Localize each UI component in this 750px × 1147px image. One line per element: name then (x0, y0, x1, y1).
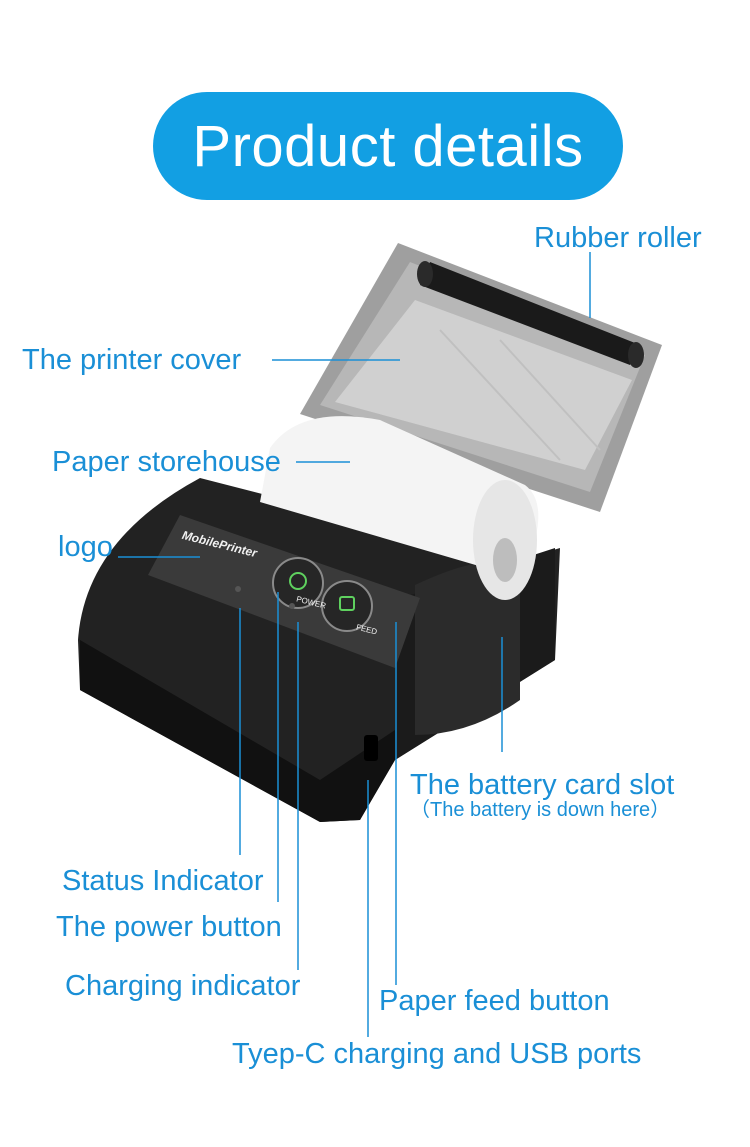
rubber-roller-shape (417, 261, 644, 368)
callout-lines (118, 252, 591, 1037)
charging-indicator-label: Charging indicator (65, 970, 301, 1002)
status-indicator-label: Status Indicator (62, 865, 264, 897)
battery-note-label: （The battery is down here） (410, 799, 671, 821)
rubber-roller-label: Rubber roller (534, 222, 702, 254)
power-button-label: The power button (56, 911, 282, 943)
printer-cover-label: The printer cover (22, 344, 242, 376)
paper-feed-button-label: Paper feed button (379, 985, 610, 1017)
battery-slot-label: The battery card slot (410, 769, 675, 801)
page-title: Product details (192, 113, 584, 179)
usb-port-shape (364, 735, 378, 761)
control-panel-shape (148, 515, 420, 668)
header-pill: Product details (153, 92, 623, 200)
paper-roll-shape (260, 416, 539, 600)
typec-ports-label: Tyep-C charging and USB ports (232, 1038, 642, 1070)
logo-label: logo (58, 531, 113, 563)
paper-storehouse-label: Paper storehouse (52, 446, 281, 478)
printer-cover-shape (300, 243, 662, 512)
